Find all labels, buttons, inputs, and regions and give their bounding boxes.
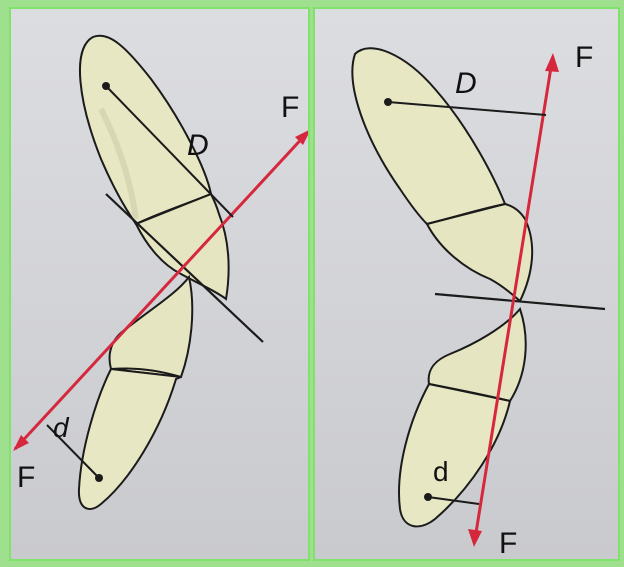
right-upper-tooth [351,47,534,303]
right-force-line [468,53,559,547]
right-occlusal-line [434,292,606,311]
right-label-moment-arm-upper: D [455,67,477,100]
right-label-force-top: F [575,41,593,74]
left-upper-tooth [78,34,230,301]
left-panel: F F D d [9,7,310,561]
right-label-force-bottom: F [499,527,517,560]
left-label-force-top: F [281,91,299,124]
left-label-force-bottom: F [17,461,35,494]
right-label-moment-arm-lower: d [433,456,449,487]
left-moment-arm-upper [102,82,234,218]
left-diagram: F F D d [13,34,308,510]
right-moment-arm-upper [384,98,547,116]
left-moment-arm-lower [46,424,103,482]
left-force-line [13,130,308,451]
left-label-moment-arm-lower: d [53,412,70,443]
left-lower-tooth [77,274,194,510]
left-label-moment-arm-upper: D [187,129,209,162]
right-diagram: F F D d [351,41,606,560]
left-occlusal-line [105,193,264,343]
right-moment-arm-lower [424,493,480,505]
right-panel: F F D d [313,7,620,561]
